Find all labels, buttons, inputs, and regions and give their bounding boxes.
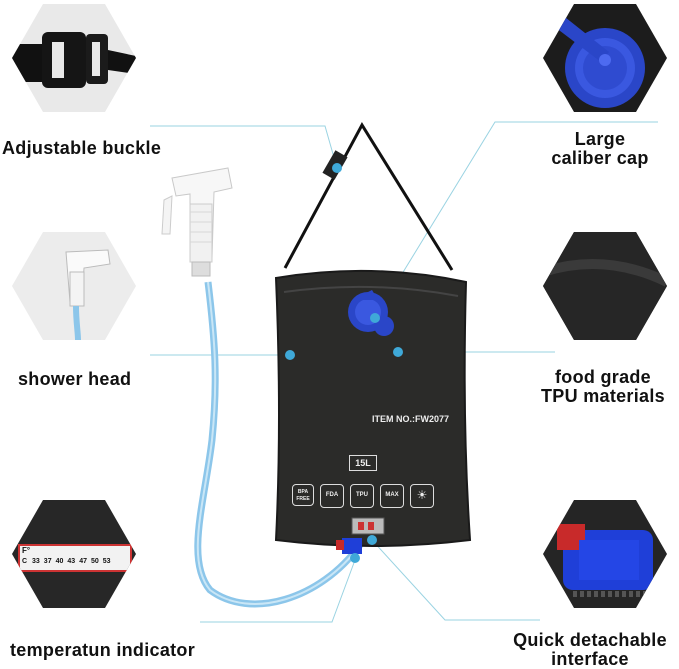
max-temp-badge: MAX [380,484,404,508]
buckle-icon [12,32,136,88]
buckle-label: Adjustable buckle [2,138,162,158]
quick-connector-image [543,500,667,608]
tpu-badge: TPU [350,484,374,508]
hose-connector [342,538,362,554]
scale-value: 47 [79,558,87,565]
cap-icon [543,6,645,108]
tpu-label: food grade TPU materials [541,367,665,406]
bpa-free-badge: BPA FREE [292,484,314,506]
capacity-badge: 15L [349,455,377,471]
scale-value: 53 [102,558,111,565]
callout-dots [285,163,403,563]
shower-head [161,167,233,277]
scale-value: 40 [55,558,64,565]
temperature-indicator-label: temperatun indicator [10,640,196,660]
cap-label: Large caliber cap [551,129,649,168]
scale-value: 43 [67,558,76,565]
interface-label: Quick detachable interface [513,630,667,669]
scale-value: 50 [90,558,99,565]
cap-image [543,4,667,112]
thermometer-strip-icon: F° C 33 37 40 43 47 50 53 [18,544,132,572]
item-number: ITEM NO.:FW2077 [372,414,450,424]
scale-unit: F° [22,546,31,555]
shower-head-icon [65,249,111,340]
tpu-material-icon [543,232,667,340]
scale-value: 33 [32,558,40,565]
fda-badge: FDA [320,484,344,508]
tpu-material-image [543,232,667,340]
quick-connector-icon [557,524,653,597]
scale-letter: C [22,558,28,565]
sun-badge: ☀ [410,484,434,508]
scale-value: 37 [43,558,52,565]
hanging-strap [283,122,454,271]
shower-head-label: shower head [18,369,132,389]
bag-badges: BPA FREE FDA TPU MAX ☀ [292,484,434,508]
bag-body [274,269,472,547]
